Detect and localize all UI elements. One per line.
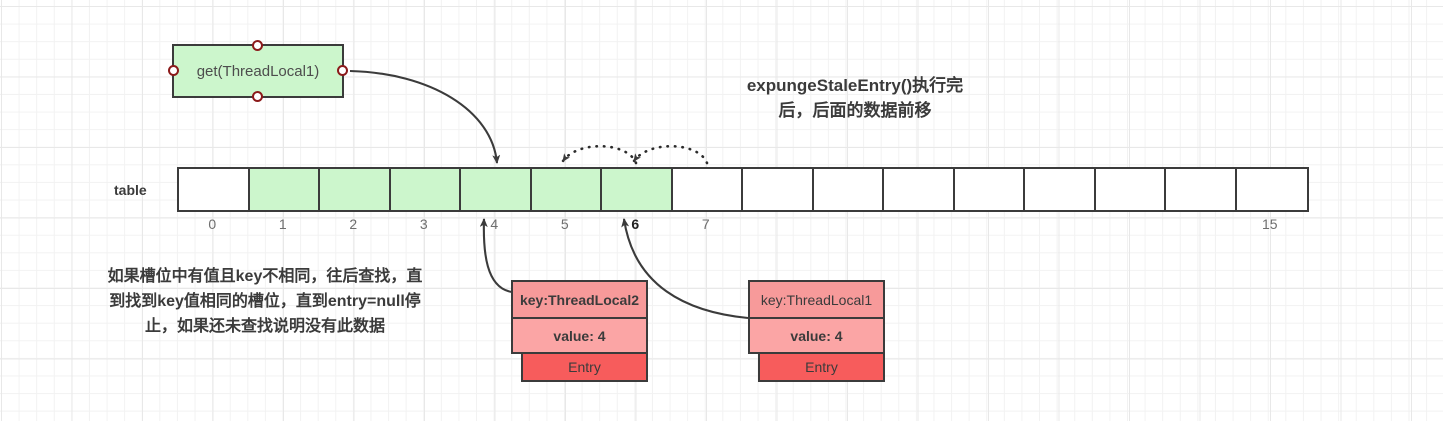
get-threadlocal-node[interactable]: get(ThreadLocal1)	[168, 40, 348, 102]
entry-type-tag: Entry	[521, 352, 648, 382]
table-slot-index	[1164, 216, 1235, 238]
table-slot-index	[882, 216, 953, 238]
lookup-rule-line-3: 止，如果还未查找说明没有此数据	[144, 317, 385, 335]
table-slot-index	[1094, 216, 1165, 238]
table-slot[interactable]	[390, 169, 461, 210]
table-slot[interactable]	[249, 169, 320, 210]
table-slot[interactable]	[1236, 169, 1307, 210]
arrow-get-to-slot4	[349, 69, 501, 164]
table-label: table	[114, 182, 147, 198]
lookup-rule-line-1: 如果槽位中有值且key不相同，往后查找，直	[107, 268, 423, 285]
entry-key-field: key:ThreadLocal2	[511, 280, 648, 317]
headline-line-1: expungeStaleEntry()执行完	[746, 76, 964, 95]
headline-line-2: 后，后面的数据前移	[778, 100, 932, 120]
lookup-rule-line-2: 到找到key值相同的槽位，直到entry=null停	[109, 292, 421, 310]
arrow-shift-7-to-6	[632, 144, 709, 165]
table-slot[interactable]	[1025, 169, 1096, 210]
table-slot[interactable]	[954, 169, 1025, 210]
table-slot-index: 3	[419, 216, 428, 232]
table-slot[interactable]	[320, 169, 391, 210]
table-slot[interactable]	[531, 169, 602, 210]
table-slot-index	[812, 216, 883, 238]
table-slot-index: 7	[701, 216, 710, 232]
entry-box-threadlocal2: key:ThreadLocal2 value: 4 Entry	[511, 280, 648, 382]
table-slot[interactable]	[884, 169, 955, 210]
table-slot[interactable]	[1166, 169, 1237, 210]
table-slot-index: 4	[490, 216, 499, 232]
node-port-top-icon[interactable]	[252, 40, 263, 51]
table-slot-index	[953, 216, 1024, 238]
table-slot-index: 15	[1261, 216, 1278, 232]
entry-value-field: value: 4	[511, 317, 648, 354]
table-slot-index: 6	[631, 216, 640, 232]
entry-value-field: value: 4	[748, 317, 885, 354]
arrow-shift-6-to-5	[561, 144, 638, 165]
table-slot[interactable]	[672, 169, 743, 210]
lookup-rule-note: 如果槽位中有值且key不相同，往后查找，直 到找到key值相同的槽位，直到ent…	[48, 265, 482, 339]
table-slot-index	[741, 216, 812, 238]
table-slot-index: 2	[349, 216, 358, 232]
table-slot[interactable]	[743, 169, 814, 210]
node-port-left-icon[interactable]	[168, 65, 179, 76]
entry-type-tag: Entry	[758, 352, 885, 382]
node-port-bottom-icon[interactable]	[252, 91, 263, 102]
entry-box-threadlocal1: key:ThreadLocal1 value: 4 Entry	[748, 280, 885, 382]
table-slot[interactable]	[179, 169, 250, 210]
headline-note: expungeStaleEntry()执行完 后，后面的数据前移	[700, 74, 1010, 123]
table-slots	[177, 167, 1309, 212]
get-node-label: get(ThreadLocal1)	[196, 62, 320, 80]
table-slot-index: 0	[208, 216, 217, 232]
table-slot[interactable]	[813, 169, 884, 210]
entry-key-field: key:ThreadLocal1	[748, 280, 885, 317]
table-slot-index: 5	[560, 216, 569, 232]
table-slot[interactable]	[602, 169, 673, 210]
table-index-labels: 0 1 2 3 4 5 6 7 15	[177, 216, 1305, 238]
table-slot-index	[1023, 216, 1094, 238]
table-slot[interactable]	[1095, 169, 1166, 210]
table-slot[interactable]	[461, 169, 532, 210]
node-port-right-icon[interactable]	[337, 65, 348, 76]
table-slot-index: 1	[278, 216, 287, 232]
